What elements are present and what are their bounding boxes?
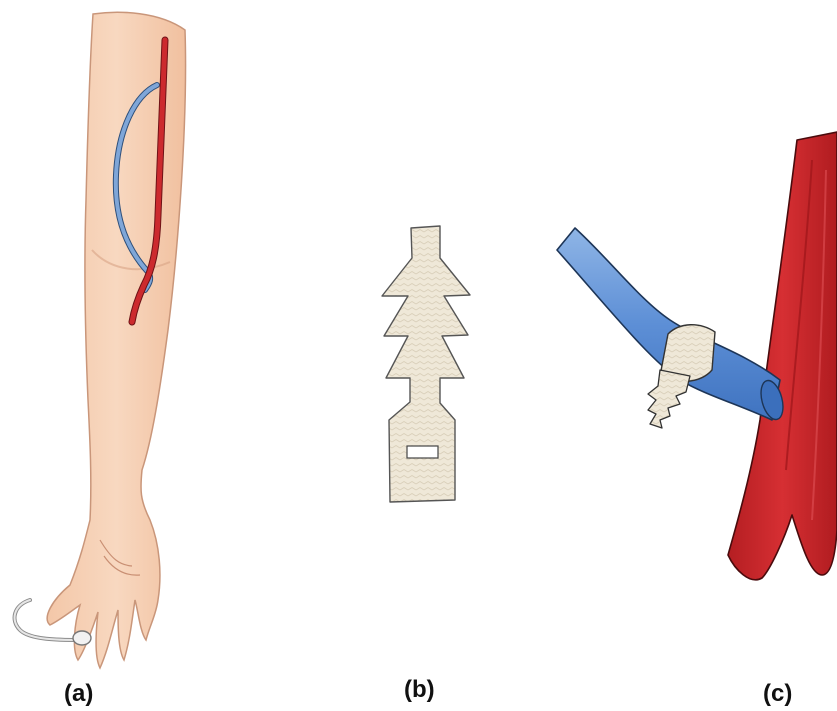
panel-a-arm-illustration: [15, 12, 186, 668]
panel-b-tape-strip: [382, 226, 470, 502]
caption-panel-c: (c): [763, 680, 792, 708]
finger-clip: [73, 631, 91, 645]
caption-panel-a: (a): [64, 680, 93, 708]
caption-panel-b: (b): [404, 676, 435, 704]
panel-c-vessel-illustration: [557, 132, 837, 580]
tape-slot: [407, 446, 438, 458]
tape-shape: [382, 226, 470, 502]
tape-tail: [648, 370, 690, 428]
